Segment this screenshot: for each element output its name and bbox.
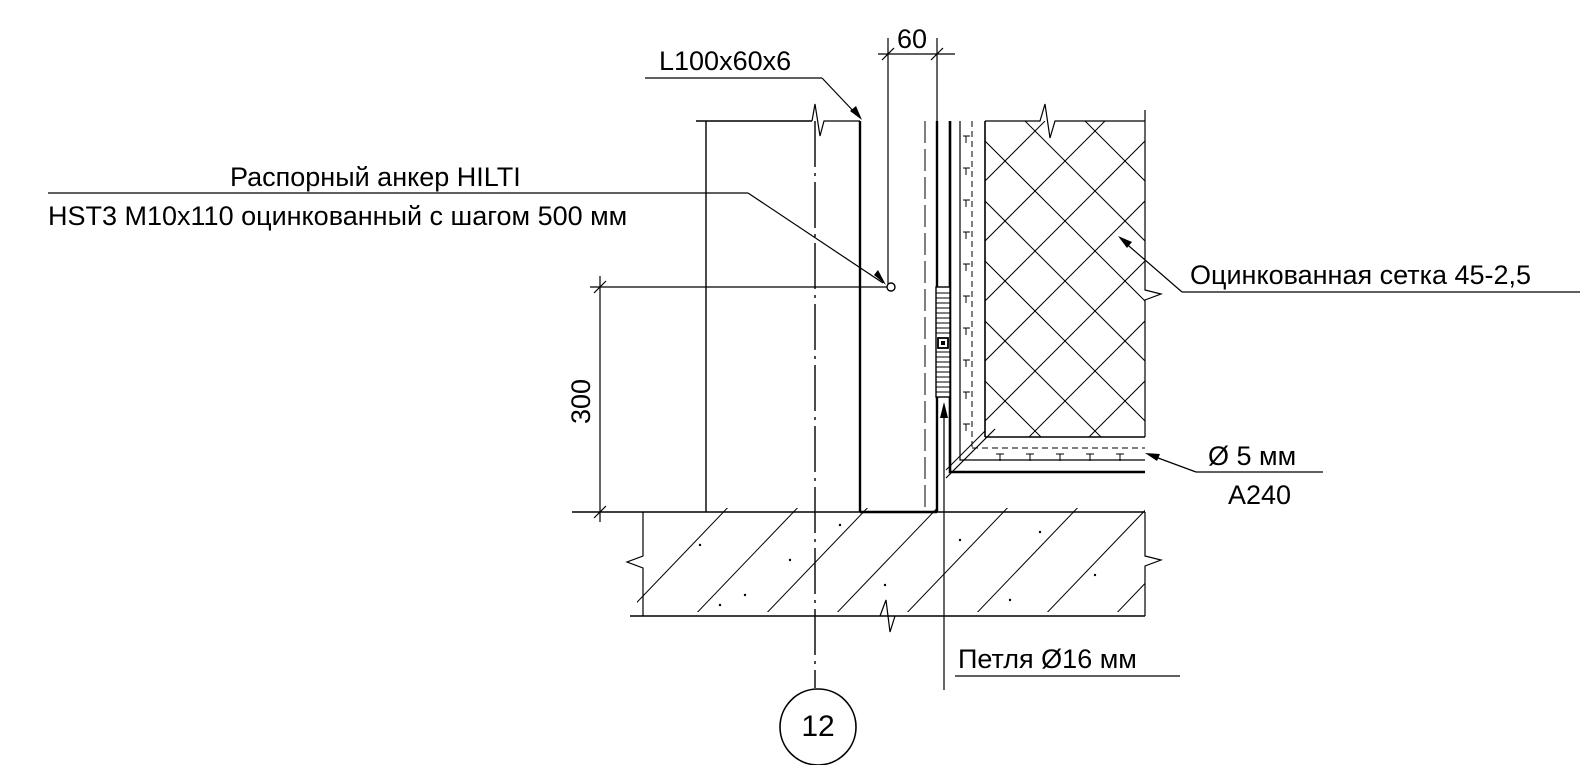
- angle-profile: [945, 121, 1145, 479]
- angle-label: L100x60x6: [659, 46, 792, 76]
- loop-label: Петля Ø16 мм: [958, 644, 1137, 674]
- dimension-height-label: 300: [566, 378, 596, 424]
- axis-line: [779, 121, 857, 765]
- leader-arrowheads: [850, 106, 1160, 461]
- dimension-300: [590, 276, 888, 522]
- wire-label-line1: Ø 5 мм: [1208, 441, 1297, 471]
- mesh-label: Оцинкованная сетка 45-2,5: [1190, 260, 1532, 290]
- dimension-width-label: 60: [897, 24, 928, 54]
- leaders: [48, 77, 1580, 690]
- floor-slab: [572, 508, 1164, 633]
- axis-number: 12: [801, 710, 835, 743]
- anchor-label-line1: Распорный анкер HILTI: [230, 162, 521, 192]
- insulation-mesh: [985, 103, 1164, 437]
- wire-label-line2: A240: [1228, 480, 1292, 510]
- loop-rebar: [935, 286, 951, 398]
- anchor-point: [886, 282, 896, 292]
- wall-column: [696, 103, 939, 514]
- anchor-label-line2: HST3 M10x110 оцинкованный с шагом 500 мм: [48, 201, 628, 231]
- dimension-60: [878, 38, 955, 290]
